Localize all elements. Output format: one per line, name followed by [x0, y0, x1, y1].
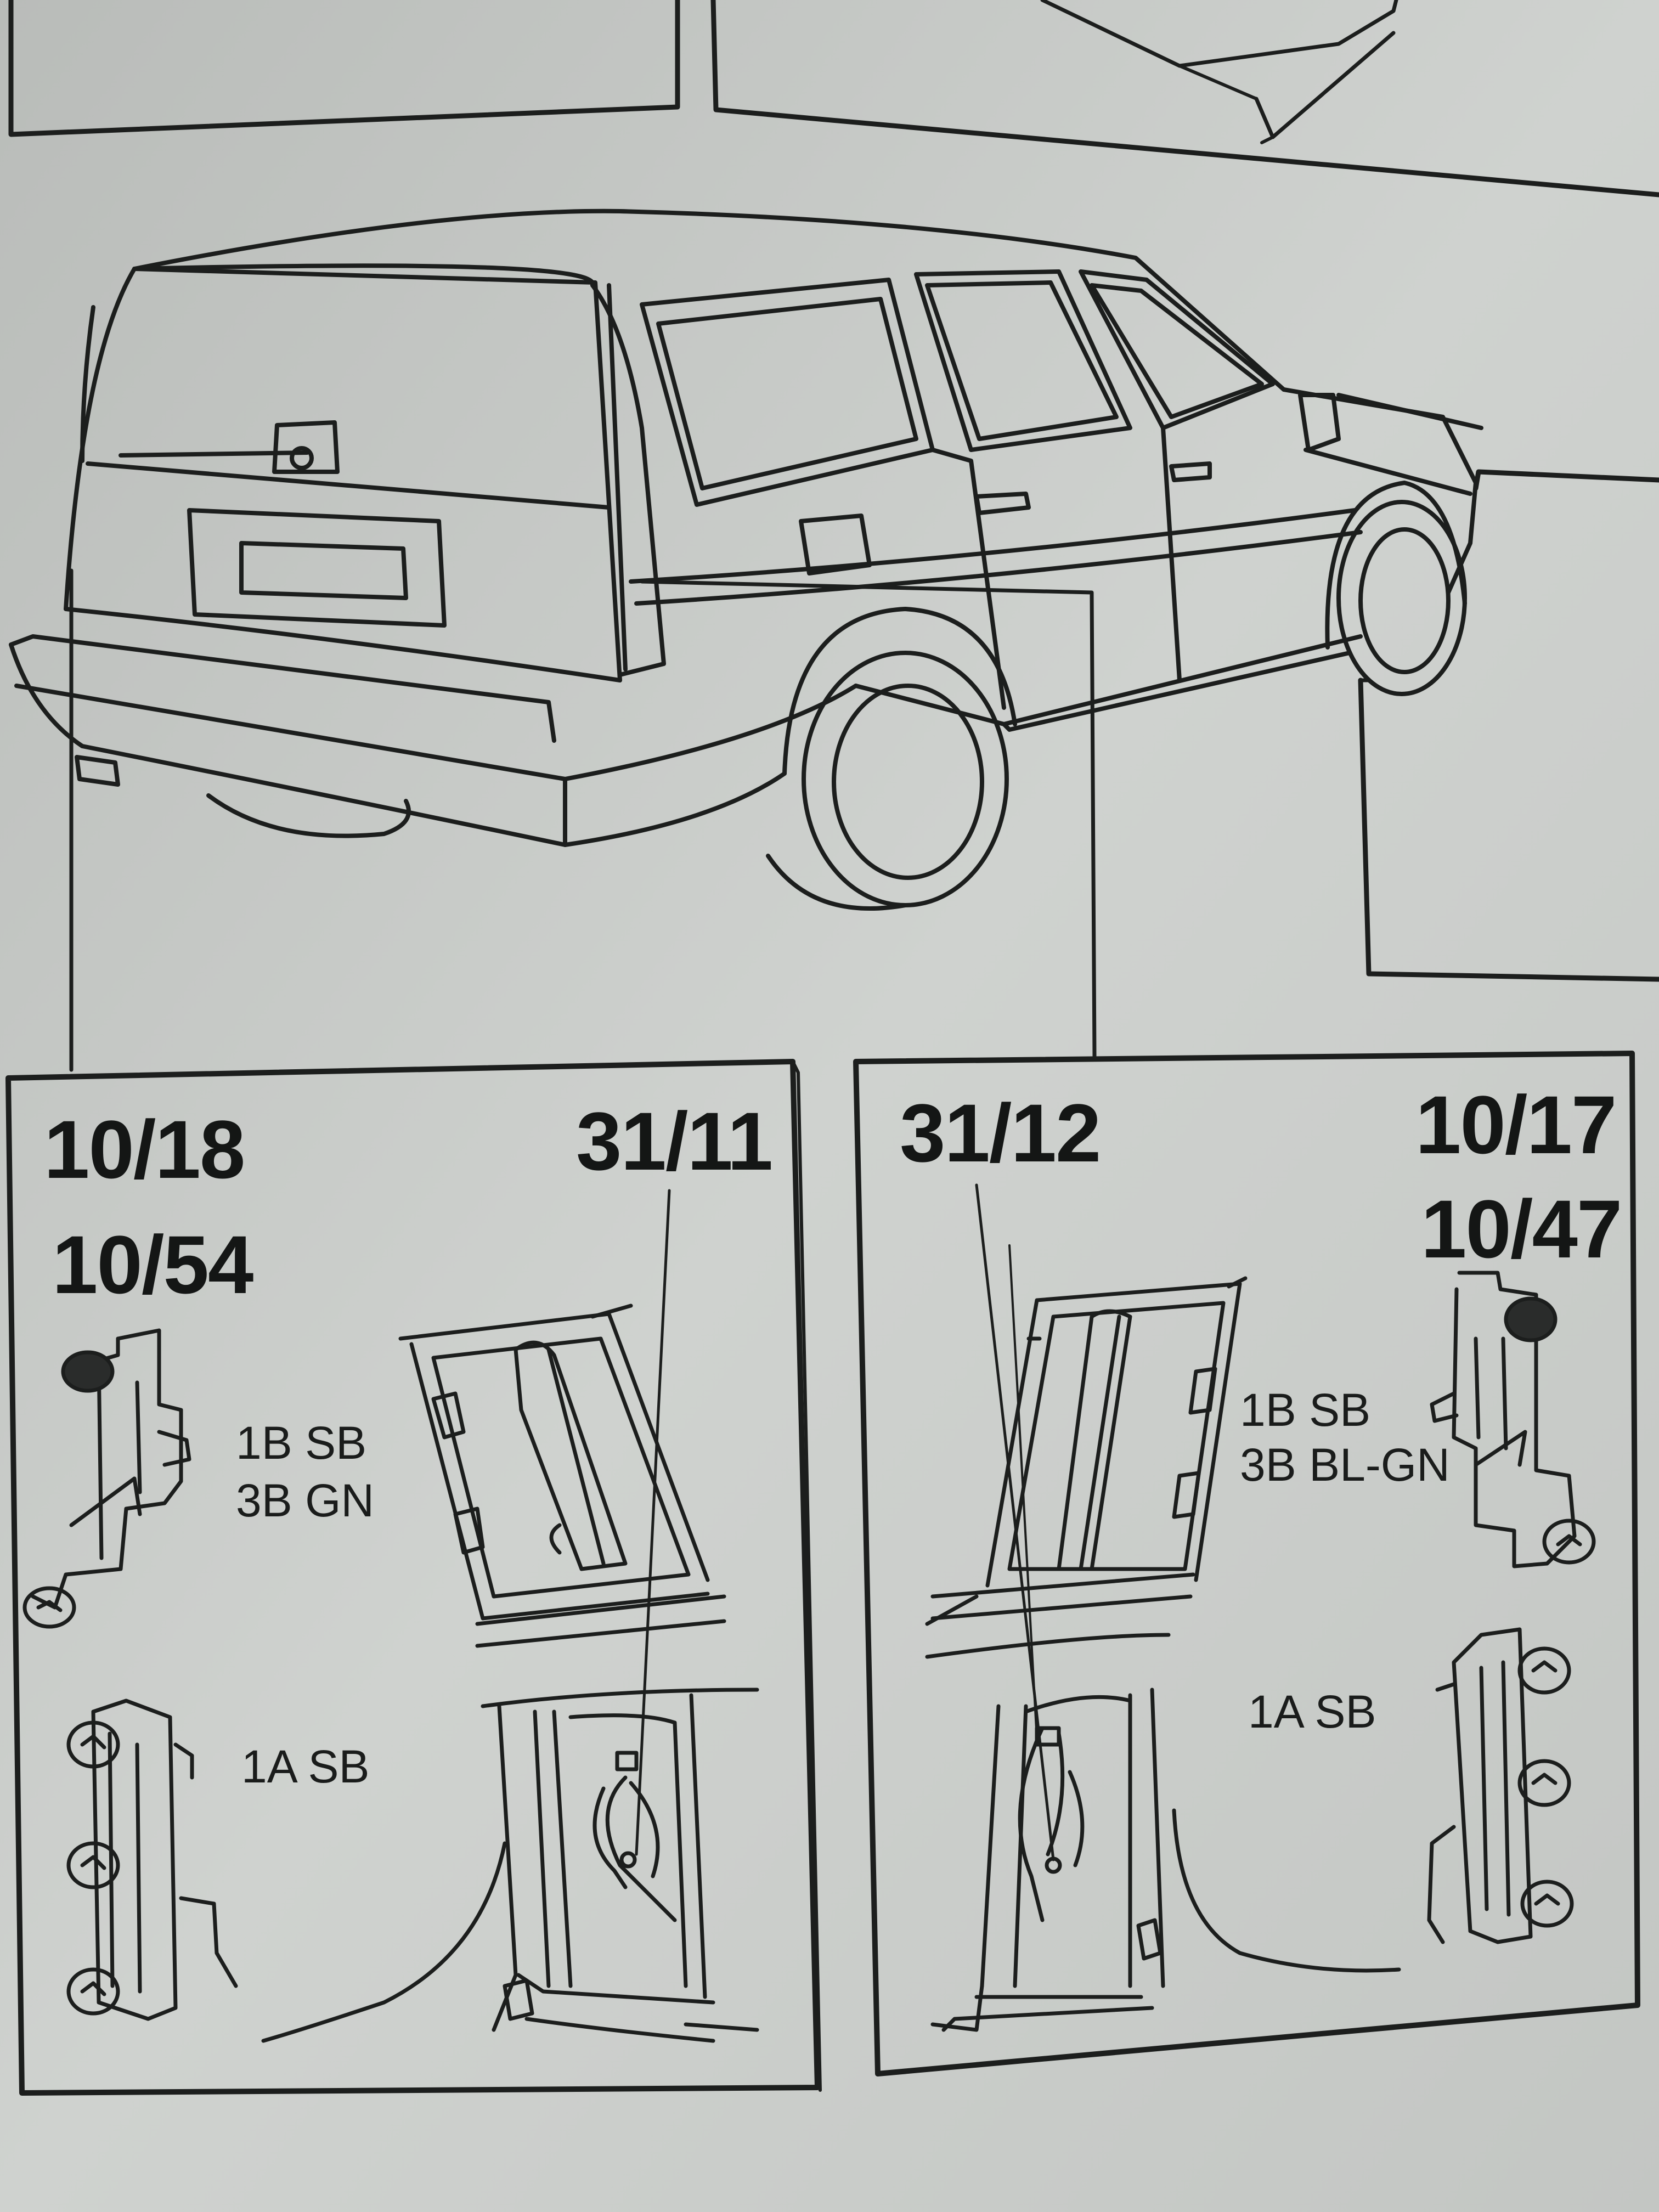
right-upper-connector-drawing	[1430, 1271, 1596, 1568]
right-pointer-line-secondary	[1008, 1244, 1038, 1740]
car-outline	[9, 208, 1483, 911]
left-callout-10-18: 10/18	[44, 1103, 245, 1195]
left-upper-connector-wire-1: 1B SB	[236, 1417, 367, 1469]
left-lower-connector-drawing	[66, 1699, 238, 2021]
left-housing-drawing	[261, 1304, 759, 2043]
right-upper-connector-wire-1: 1B SB	[1240, 1384, 1371, 1436]
left-callout-10-54: 10/54	[52, 1218, 253, 1311]
left-upper-connector-drawing	[22, 1328, 191, 1629]
right-callout-31-12: 31/12	[900, 1087, 1101, 1179]
right-panel-drawings	[925, 1183, 1596, 2032]
left-pointer-line	[635, 1189, 671, 1856]
right-upper-connector-wire-2: 3B BL-GN	[1240, 1439, 1450, 1491]
left-panel-drawings	[22, 1189, 759, 2043]
left-callout-31-11: 31/11	[576, 1095, 773, 1187]
leader-lines	[69, 568, 1371, 1072]
right-lower-connector-drawing	[1427, 1627, 1574, 1944]
right-callout-10-47: 10/47	[1421, 1183, 1622, 1275]
detail-panels	[5, 1051, 1640, 2096]
right-lower-connector-wire-1: 1A SB	[1248, 1686, 1376, 1737]
right-housing-drawing	[925, 1276, 1401, 2032]
right-callout-10-17: 10/17	[1415, 1079, 1617, 1171]
left-lower-connector-wire-1: 1A SB	[241, 1741, 370, 1792]
right-pointer-line	[975, 1183, 1055, 1861]
top-frames	[8, 0, 1659, 198]
right-detail-panel	[853, 1051, 1640, 2076]
left-detail-panel	[5, 1059, 820, 2096]
left-upper-connector-wire-2: 3B GN	[236, 1475, 375, 1526]
